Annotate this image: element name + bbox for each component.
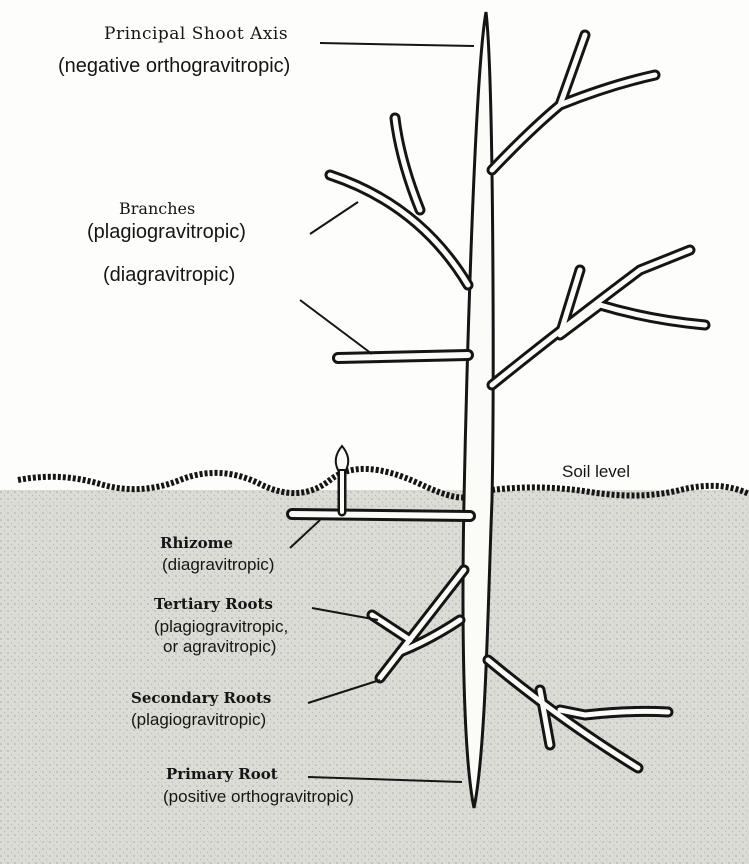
shoot-branches xyxy=(330,35,705,385)
principal-shoot-axis-label: Principal Shoot Axis xyxy=(104,26,288,43)
secondary-roots-label: Secondary Roots xyxy=(131,691,271,706)
primary-root-note: (positive orthogravitropic) xyxy=(163,788,354,805)
rhizome-label: Rhizome xyxy=(160,536,233,551)
branches-label: Branches xyxy=(119,201,195,217)
tertiary-roots-note-1: (plagiogravitropic, xyxy=(154,618,288,635)
tertiary-roots-note-2: or agravitropic) xyxy=(163,638,276,655)
rhizome-note: (diagravitropic) xyxy=(162,556,274,573)
tertiary-roots-label: Tertiary Roots xyxy=(154,597,273,612)
branch-lower-left-inner xyxy=(338,355,468,358)
branches-note-2: (diagravitropic) xyxy=(103,265,235,285)
leader-principal-shoot xyxy=(320,43,474,46)
branch-lower-right xyxy=(492,250,705,385)
leader-branches-upper xyxy=(310,202,358,234)
soil-area xyxy=(0,490,749,864)
leader-branches-lower xyxy=(300,300,372,354)
principal-shoot-axis-note: (negative orthogravitropic) xyxy=(58,56,290,76)
soil-level-label: Soil level xyxy=(562,463,630,480)
branches-note-1: (plagiogravitropic) xyxy=(87,222,246,242)
branch-upper-right xyxy=(492,35,655,170)
primary-root-label: Primary Root xyxy=(166,767,278,782)
rhizome-shoot-tip xyxy=(336,446,349,470)
secondary-roots-note: (plagiogravitropic) xyxy=(131,711,266,728)
